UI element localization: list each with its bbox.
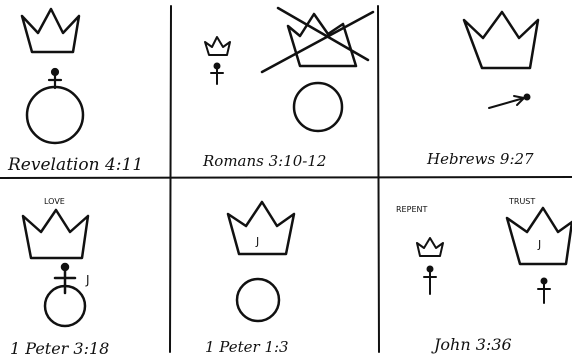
circle-icon — [294, 83, 342, 131]
crown-icon — [23, 210, 88, 258]
crown-icon — [464, 12, 538, 68]
stick-figure-icon — [424, 267, 436, 295]
panel-caption: John 3:36 — [431, 335, 512, 354]
divider-horizontal — [0, 177, 572, 178]
panel-caption: Hebrews 9:27 — [426, 150, 534, 168]
panel-revelation: Revelation 4:11 — [7, 9, 143, 175]
arrow-icon — [489, 95, 530, 109]
stick-figure-icon — [49, 69, 61, 88]
label-j: J — [85, 273, 90, 287]
crown-letter: J — [255, 235, 259, 248]
panel-1-peter-3-18: LOVE J 1 Peter 3:18 — [10, 197, 109, 358]
panel-1-peter-1-3: J 1 Peter 1:3 — [205, 202, 294, 356]
label-repent: REPENT — [396, 205, 427, 214]
crown-icon — [228, 202, 294, 254]
stick-figure-icon — [55, 264, 75, 293]
small-crown-icon — [417, 238, 443, 256]
label-trust: TRUST — [508, 197, 535, 206]
panel-hebrews: Hebrews 9:27 — [426, 12, 538, 168]
panel-caption: Revelation 4:11 — [7, 155, 143, 175]
circle-icon — [237, 279, 279, 321]
small-crown-icon — [205, 37, 230, 55]
panel-john: REPENT TRUST J John 3:36 — [396, 197, 572, 354]
panel-caption: 1 Peter 3:18 — [10, 339, 109, 358]
divider-vertical-2 — [378, 6, 379, 352]
divider-vertical-1 — [170, 6, 171, 352]
panel-caption: Romans 3:10-12 — [202, 152, 326, 170]
circle-icon — [27, 87, 83, 143]
panel-romans: Romans 3:10-12 — [202, 8, 373, 170]
label-love: LOVE — [44, 197, 65, 206]
stick-figure-icon — [538, 279, 550, 304]
crown-icon — [22, 9, 79, 52]
crown-letter: J — [537, 238, 541, 251]
crown-icon — [507, 208, 572, 264]
stick-figure-icon — [211, 64, 223, 85]
panel-caption: 1 Peter 1:3 — [205, 338, 289, 356]
